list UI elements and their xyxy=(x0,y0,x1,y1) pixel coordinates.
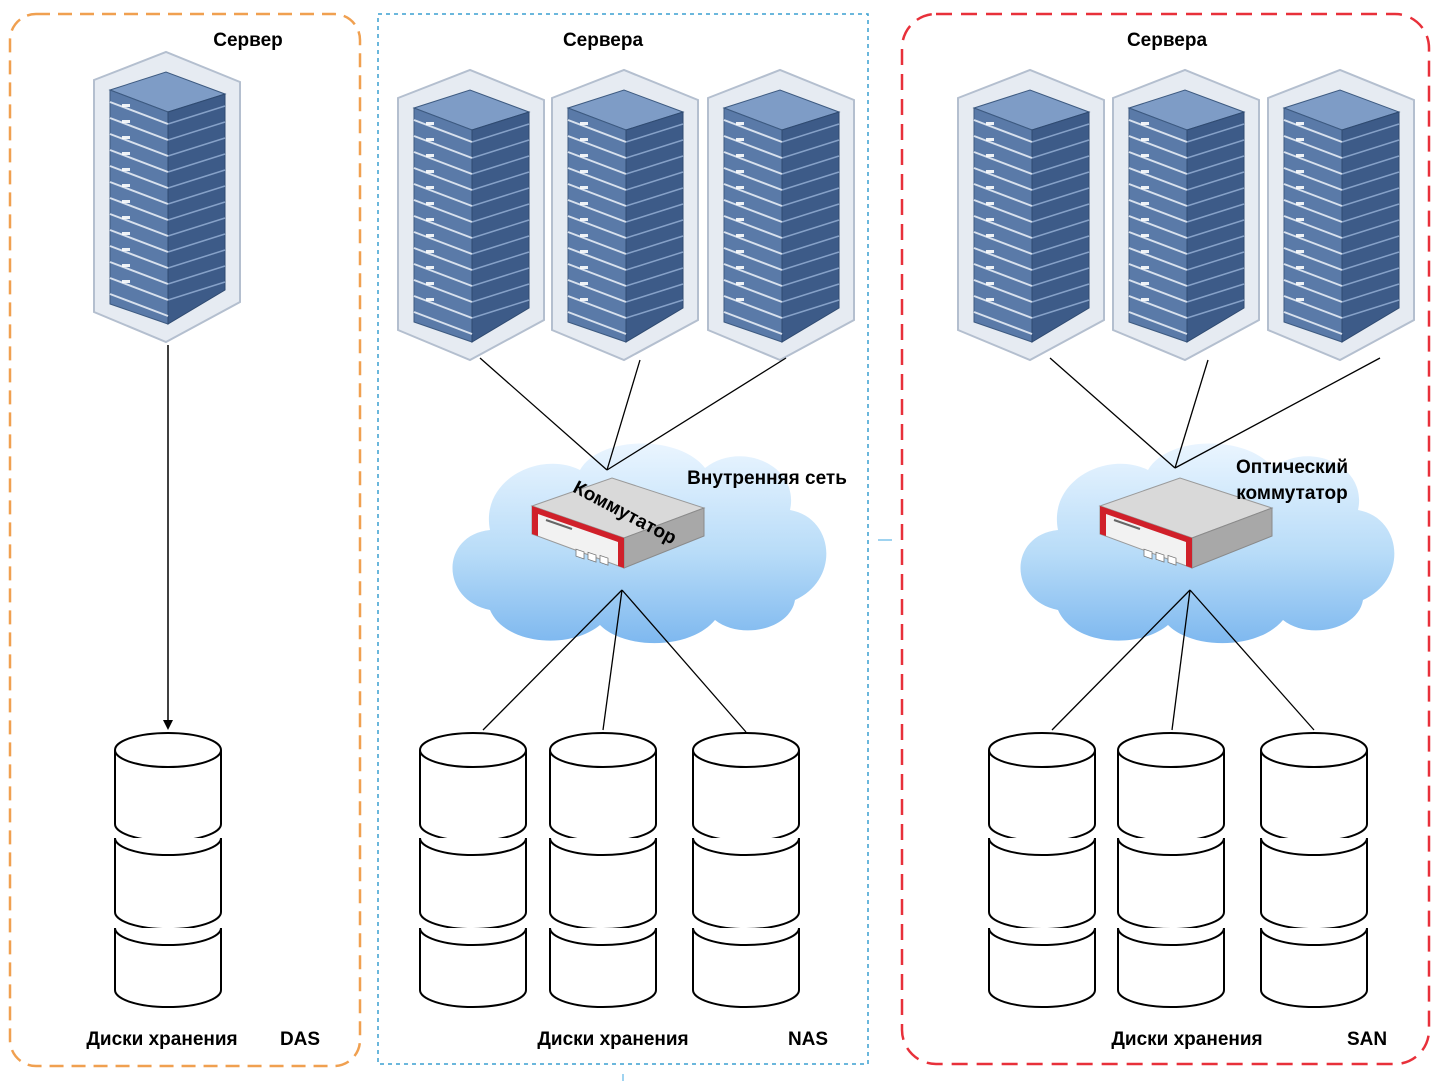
das-server-label: Сервер xyxy=(213,30,283,51)
das-panel: Сервер Диски хранения DAS xyxy=(8,12,362,1068)
server-rack-icon xyxy=(397,69,545,361)
nas-frame xyxy=(377,13,869,1065)
san-connection-lines xyxy=(1049,357,1381,731)
disk-stack-icon xyxy=(419,732,527,1008)
das-frame xyxy=(8,12,362,1068)
nas-connection-lines xyxy=(479,357,787,733)
nas-panel: Сервера Внутренняя сеть Коммутатор Диски… xyxy=(377,13,869,1065)
disk-stack-icon xyxy=(549,732,657,1008)
das-type-label: DAS xyxy=(280,1029,320,1050)
nas-servers-label: Сервера xyxy=(563,30,643,51)
disk-stack-icon xyxy=(692,732,800,1008)
server-rack-icon xyxy=(1267,69,1415,361)
san-disks-label: Диски хранения xyxy=(1111,1029,1262,1050)
nas-network-label: Внутренняя сеть xyxy=(687,468,847,489)
san-type-label: SAN xyxy=(1347,1029,1387,1050)
disk-stack-icon xyxy=(988,732,1096,1008)
san-panel: Сервера Оптический коммутатор Диски хран… xyxy=(900,12,1431,1066)
san-switch-label-line2: коммутатор xyxy=(1236,483,1347,504)
nas-type-label: NAS xyxy=(788,1029,828,1050)
san-switch-label-line1: Оптический xyxy=(1236,457,1348,478)
server-rack-icon xyxy=(1112,69,1260,361)
server-rack-icon xyxy=(93,51,241,343)
disk-stack-icon xyxy=(1117,732,1225,1008)
san-servers-label: Сервера xyxy=(1127,30,1207,51)
server-rack-icon xyxy=(707,69,855,361)
disk-stack-icon xyxy=(1260,732,1368,1008)
san-frame xyxy=(900,12,1431,1066)
das-disks-label: Диски хранения xyxy=(86,1029,237,1050)
server-rack-icon xyxy=(957,69,1105,361)
nas-disks-label: Диски хранения xyxy=(537,1029,688,1050)
disk-stack-icon xyxy=(114,732,222,1008)
server-rack-icon xyxy=(551,69,699,361)
